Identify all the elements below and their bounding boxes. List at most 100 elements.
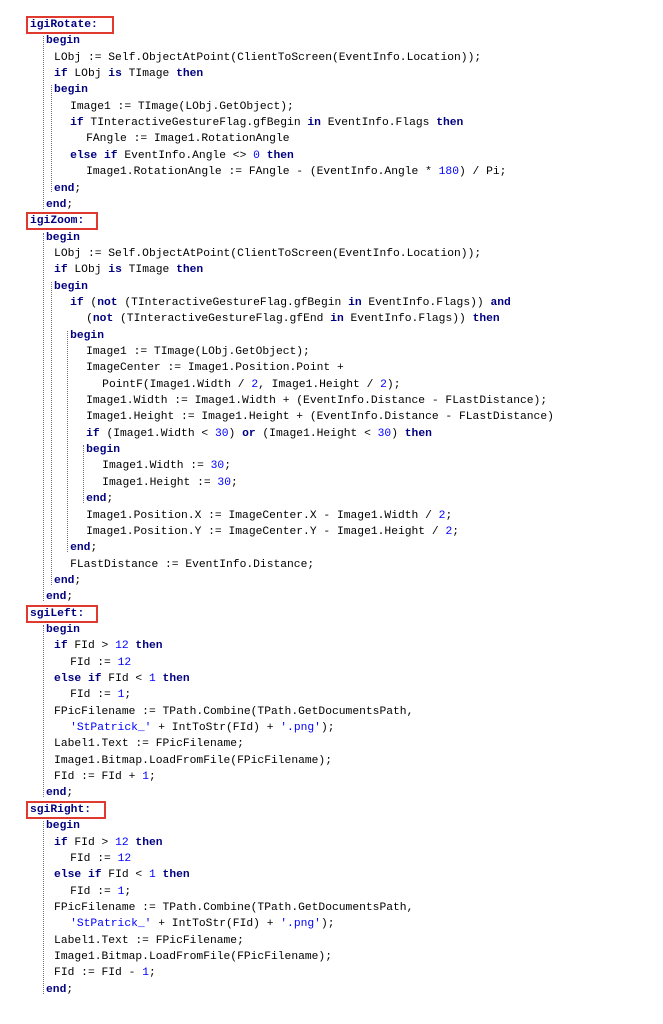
code-line: begin [46, 818, 80, 834]
keyword-token: then [266, 149, 294, 162]
code-line: end; [46, 197, 73, 213]
code-token: TInteractiveGestureFlag.gfBegin [83, 117, 308, 130]
keyword-token: else if [70, 149, 118, 162]
code-token: LObj [67, 264, 109, 277]
code-token [156, 673, 163, 685]
literal-token: 0 [253, 149, 260, 162]
keyword-token: or [242, 427, 256, 440]
code-token: Image1.Width := Image1.Width + (EventInf… [86, 395, 548, 408]
code-line: else if FId < 1 then [54, 867, 190, 883]
section-label: igiZoom: [30, 215, 85, 228]
code-token: ; [224, 460, 231, 473]
code-token: EventInfo.Flags)) [361, 296, 491, 309]
code-token: ; [66, 983, 74, 996]
code-line: 'StPatrick_' + IntToStr(FId) + '.png'); [70, 916, 334, 932]
keyword-token: begin [46, 35, 80, 48]
code-line: begin [46, 230, 80, 246]
literal-token: 1 [148, 869, 156, 882]
code-line: if FId > 12 then [54, 638, 163, 654]
code-line: igiZoom: [30, 213, 84, 229]
code-token: Image1 := TImage(LObj.GetObject); [70, 100, 294, 113]
code-line: end; [54, 573, 81, 589]
keyword-token: in [307, 117, 321, 130]
literal-token: 12 [115, 836, 129, 849]
code-line: FId := 1; [70, 884, 131, 900]
keyword-token: then [162, 869, 190, 882]
literal-token: 2 [251, 378, 259, 391]
code-token: (TInteractiveGestureFlag.gfBegin [117, 296, 349, 309]
code-token: FId < [101, 869, 149, 882]
keyword-token: not [97, 296, 118, 309]
keyword-token: begin [54, 280, 88, 293]
keyword-token: end [70, 542, 91, 555]
code-line: Image1.Width := 30; [102, 458, 231, 474]
keyword-token: begin [54, 84, 88, 97]
block-guide-line [51, 85, 53, 193]
code-token: TImage [121, 264, 177, 277]
block-guide-line [43, 232, 45, 602]
keyword-token: in [348, 296, 362, 309]
code-token: ; [148, 967, 156, 980]
code-line: Image1 := TImage(LObj.GetObject); [70, 99, 294, 115]
keyword-token: and [490, 296, 511, 309]
code-line: Image1.Bitmap.LoadFromFile(FPicFilename)… [54, 753, 332, 769]
keyword-token: then [135, 640, 163, 653]
code-line: FId := FId - 1; [54, 965, 156, 981]
literal-token: 30 [377, 427, 392, 440]
code-line: begin [86, 442, 120, 458]
keyword-token: then [404, 427, 432, 440]
code-token: , Image1.Height / [258, 378, 381, 391]
code-token: ; [148, 771, 156, 784]
code-token: ; [66, 198, 74, 211]
code-line: begin [46, 622, 80, 638]
keyword-token: then [176, 68, 204, 81]
code-line: Image1.Position.Y := ImageCenter.Y - Ima… [86, 524, 459, 540]
code-line: Image1 := TImage(LObj.GetObject); [86, 344, 310, 360]
code-line: 'StPatrick_' + IntToStr(FId) + '.png'); [70, 720, 334, 736]
code-line: begin [46, 33, 80, 49]
code-token: Image1.RotationAngle := FAngle - (EventI… [86, 166, 439, 179]
code-token: FId := [70, 852, 118, 865]
code-token: + IntToStr(FId) + [151, 722, 281, 735]
keyword-token: then [162, 673, 190, 685]
code-token: (Image1.Height < [255, 427, 378, 440]
code-line: Label1.Text := FPicFilename; [54, 933, 244, 949]
keyword-token: in [330, 313, 344, 326]
keyword-token: end [46, 198, 67, 211]
code-line: igiRotate: [30, 17, 98, 33]
code-line: if LObj is TImage then [54, 66, 203, 82]
code-line: if (Image1.Width < 30) or (Image1.Height… [86, 426, 432, 442]
keyword-token: end [86, 493, 107, 506]
keyword-token: if [70, 296, 84, 309]
keyword-token: end [54, 182, 75, 195]
code-token: ( [83, 296, 98, 309]
code-line: FLastDistance := EventInfo.Distance; [70, 557, 314, 573]
literal-token: 'StPatrick_' [70, 918, 152, 931]
keyword-token: if [54, 640, 68, 653]
section-label: igiRotate: [30, 19, 98, 31]
keyword-token: end [54, 574, 75, 587]
code-line: else if EventInfo.Angle <> 0 then [70, 148, 294, 164]
code-token: ; [452, 525, 459, 538]
code-line: Image1.Height := Image1.Height + (EventI… [86, 409, 554, 425]
code-line: else if FId < 1 then [54, 671, 190, 687]
code-line: PointF(Image1.Width / 2, Image1.Height /… [102, 377, 400, 393]
literal-token: '.png' [280, 722, 321, 735]
block-guide-line [43, 821, 45, 994]
literal-token: 1 [117, 689, 125, 702]
code-line: Image1.Position.X := ImageCenter.X - Ima… [86, 508, 452, 524]
code-token: TImage [121, 68, 177, 81]
literal-token: 'StPatrick_' [70, 722, 152, 735]
code-line: sgiRight: [30, 802, 91, 818]
keyword-token: else if [54, 869, 102, 882]
keyword-token: end [46, 787, 67, 800]
code-line: Image1.Width := Image1.Width + (EventInf… [86, 393, 547, 409]
code-line: FId := 1; [70, 687, 131, 703]
code-token: ; [74, 182, 82, 195]
code-token: Image1.Height := Image1.Height + (EventI… [86, 411, 554, 424]
literal-token: 2 [438, 509, 446, 522]
code-token: ; [106, 493, 114, 506]
code-token: Image1.Width := [102, 460, 211, 473]
code-token: Image1.Bitmap.LoadFromFile(FPicFilename)… [54, 754, 332, 767]
